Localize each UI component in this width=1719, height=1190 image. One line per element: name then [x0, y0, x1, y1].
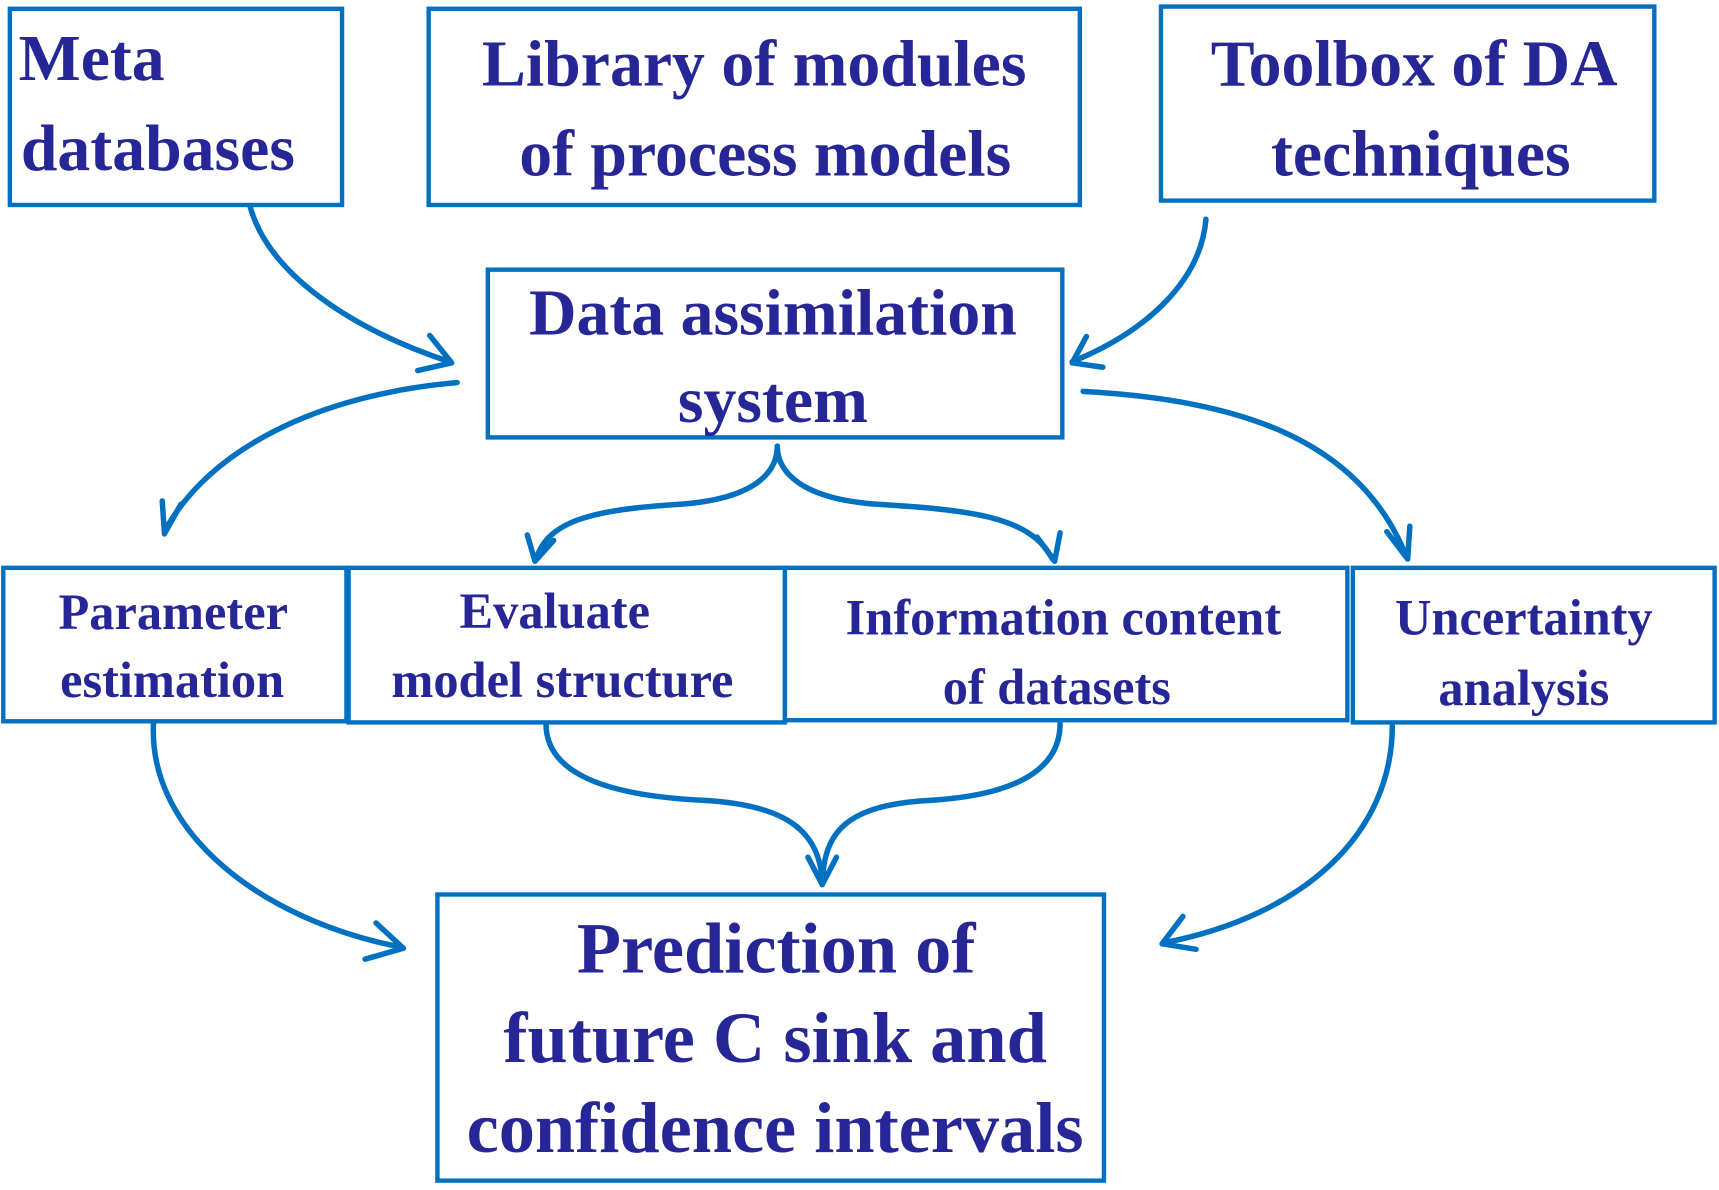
edge-da-to-parameter [161, 379, 460, 535]
box-meta-databases [7, 6, 345, 208]
edge-parameter-to-prediction [150, 720, 404, 950]
edge-uncertainty-to-prediction [1161, 722, 1396, 946]
label-toolbox-line2: techniques [1271, 117, 1571, 190]
edge-da-bracket-right [774, 443, 1056, 562]
label-library-line1: Library of modules [482, 28, 1026, 101]
node-uncertainty-analysis: Uncertainty analysis [1350, 565, 1717, 725]
label-prediction-line1: Prediction of [577, 908, 976, 988]
box-da-system [485, 267, 1065, 440]
box-uncertainty-analysis [1350, 565, 1717, 725]
label-da-line2: system [678, 364, 868, 437]
arrowhead-da-to-information [1034, 530, 1063, 564]
arrowhead-da-to-parameter [159, 498, 184, 537]
label-meta-line1: Meta [19, 22, 165, 95]
label-da-line1: Data assimilation [529, 276, 1017, 349]
nodes: Meta databases Library of modules of pro… [1, 4, 1717, 1183]
arrowhead-merge-to-prediction [805, 854, 840, 888]
node-parameter-estimation: Parameter estimation [1, 565, 349, 724]
label-toolbox-line1: Toolbox of DA [1211, 28, 1618, 101]
label-prediction-line3: confidence intervals [467, 1088, 1084, 1168]
box-evaluate-model [346, 565, 788, 725]
label-information-line1: Information content [846, 590, 1282, 646]
label-information-line2: of datasets [943, 659, 1171, 715]
label-prediction-line2: future C sink and [503, 998, 1046, 1078]
arrowhead-da-to-evaluate [524, 532, 557, 564]
arrowhead-uncertainty-to-prediction [1159, 913, 1199, 953]
label-evaluate-line1: Evaluate [460, 583, 650, 639]
arrowhead-meta-to-da [414, 332, 455, 374]
label-meta-line2: databases [21, 112, 295, 185]
label-uncertainty-line2: analysis [1438, 660, 1609, 716]
label-uncertainty-line1: Uncertainty [1395, 590, 1653, 646]
arrowhead-da-to-uncertainty [1384, 523, 1413, 562]
label-parameter-line2: estimation [60, 652, 284, 708]
edge-information-to-prediction [819, 720, 1063, 886]
box-toolbox-da [1158, 4, 1657, 203]
box-prediction [435, 892, 1107, 1183]
node-information-content: Information content of datasets [782, 565, 1350, 723]
edge-da-bracket [533, 443, 781, 562]
label-library-line2: of process models [519, 117, 1011, 190]
arrowhead-toolbox-to-da [1069, 333, 1106, 370]
arrowhead-parameter-to-prediction [362, 920, 407, 962]
node-library-modules: Library of modules of process models [426, 6, 1083, 208]
connectors [150, 203, 1413, 962]
node-toolbox-da: Toolbox of DA techniques [1158, 4, 1657, 203]
box-information-content [782, 565, 1350, 723]
label-parameter-line1: Parameter [58, 584, 287, 640]
box-parameter-estimation [1, 565, 349, 724]
node-prediction: Prediction of future C sink and confiden… [435, 892, 1107, 1183]
box-library-modules [426, 6, 1083, 208]
edge-meta-to-da [247, 203, 453, 365]
node-da-system: Data assimilation system [485, 267, 1065, 440]
node-meta-databases: Meta databases [7, 6, 345, 208]
label-evaluate-line2: model structure [391, 652, 733, 708]
edge-evaluate-to-prediction [543, 720, 825, 886]
node-evaluate-model: Evaluate model structure [346, 565, 788, 725]
edge-toolbox-to-da [1069, 216, 1209, 365]
edge-da-to-uncertainty [1080, 388, 1410, 560]
